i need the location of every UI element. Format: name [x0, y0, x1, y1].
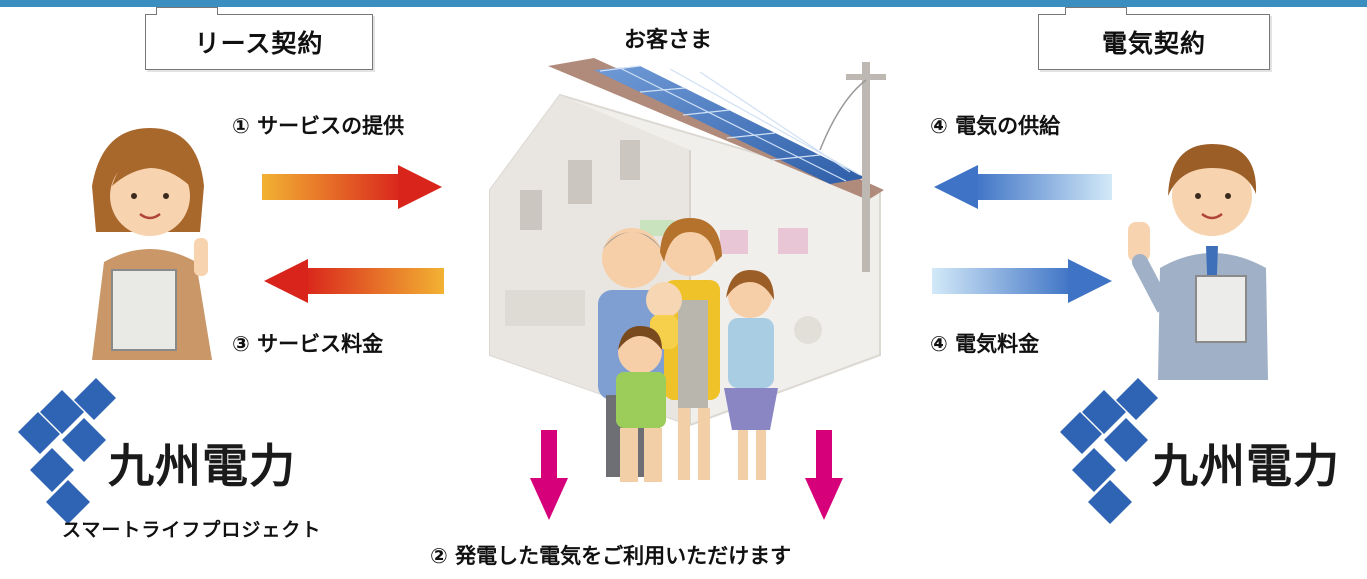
top-accent-bar [0, 0, 1367, 7]
family-illustration [598, 218, 778, 482]
box-tab [1065, 7, 1127, 15]
arrow-down-left [530, 430, 568, 520]
electricity-fee-label: ④ 電気料金 [930, 332, 1040, 356]
arrow-service-provision [262, 165, 442, 209]
generated-use-label: ② 発電した電気をご利用いただけます [430, 544, 792, 568]
lease-contract-label: リース契約 [194, 29, 324, 58]
lease-staff-illustration [92, 128, 212, 360]
electricity-supply-label: ④ 電気の供給 [930, 114, 1061, 138]
kyuden-logo-mark-left [18, 378, 116, 524]
box-tab [156, 7, 218, 15]
arrow-electricity-fee [932, 259, 1112, 303]
arrow-electricity-supply [934, 165, 1112, 209]
electricity-staff-illustration [1128, 144, 1268, 380]
kyuden-logo-name-right: 九州電力 [1152, 439, 1340, 493]
arrow-down-right [805, 430, 843, 520]
electricity-contract-box: 電気契約 [1038, 7, 1270, 70]
arrow-service-fee [264, 259, 444, 303]
smart-life-project-label: スマートライフプロジェクト [62, 519, 322, 541]
lease-contract-box: リース契約 [145, 7, 373, 70]
kyuden-logo-name-left: 九州電力 [108, 439, 296, 493]
service-provision-label: ① サービスの提供 [232, 114, 405, 138]
electricity-contract-label: 電気契約 [1101, 29, 1206, 58]
kyuden-logo-mark-right [1060, 378, 1158, 524]
service-fee-label: ③ サービス料金 [232, 332, 384, 356]
customer-title: お客さま [624, 28, 713, 53]
